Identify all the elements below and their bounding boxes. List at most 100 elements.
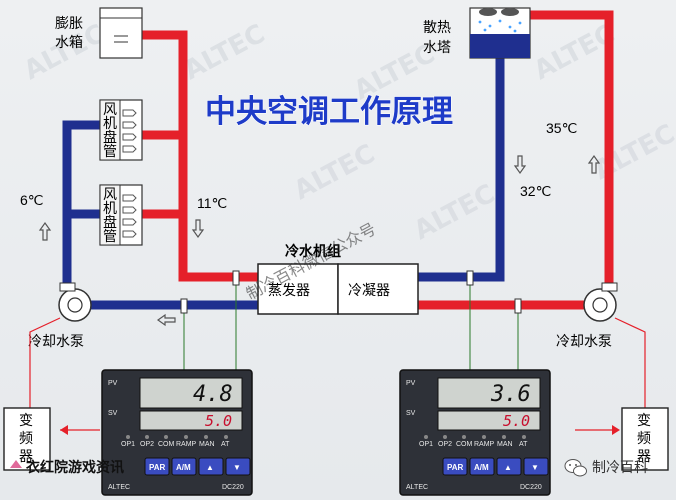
vfd-right-char-1: 变 bbox=[637, 413, 651, 429]
cooling-tower-label-1: 散热 bbox=[423, 20, 451, 36]
temp-35c: 35℃ bbox=[546, 120, 577, 136]
vfd-right: 变 频 器 bbox=[621, 407, 669, 471]
fan-coil-unit-2: 风 机 盘 管 bbox=[99, 184, 143, 246]
sensor-probes bbox=[180, 270, 522, 314]
controller-left-sv-value: 5.0 bbox=[205, 412, 232, 430]
evaporator-box bbox=[257, 263, 339, 315]
svg-text:COM: COM bbox=[158, 441, 175, 448]
svg-text:▲: ▲ bbox=[504, 463, 512, 472]
temperature-controller-right: PV 3.6 SV 5.0 OP1 OP2 COM RAMP MAN AT PA… bbox=[399, 369, 551, 496]
pump-left-label: 冷却水泵 bbox=[28, 334, 84, 350]
svg-text:RAMP: RAMP bbox=[176, 441, 197, 448]
vfd-right-power-wire bbox=[614, 317, 646, 408]
fan-coil-1-char-1: 风 bbox=[103, 102, 117, 118]
controller-left-pv-display bbox=[139, 377, 243, 409]
vfd-left-box bbox=[3, 407, 51, 471]
svg-text:▼: ▼ bbox=[531, 463, 539, 472]
controller-left-par-button[interactable] bbox=[144, 457, 170, 476]
svg-text:PAR: PAR bbox=[149, 463, 166, 472]
controller-left-sv-display bbox=[139, 410, 243, 431]
svg-text:ALTEC: ALTEC bbox=[179, 19, 270, 86]
svg-text:MAN: MAN bbox=[199, 441, 215, 448]
bottom-left-caption: 衣红院游戏资讯 bbox=[26, 459, 124, 476]
pump-right-casing bbox=[583, 288, 617, 322]
fan-coil-1-char-4: 管 bbox=[103, 144, 117, 160]
fan-coil-1-char-2: 机 bbox=[103, 116, 117, 132]
controller-right-pv-label: PV bbox=[406, 380, 416, 387]
pump-left-impeller bbox=[67, 297, 83, 313]
bottom-right-caption: 制冷百科 bbox=[592, 460, 648, 476]
vfd-left-char-3: 器 bbox=[19, 449, 33, 465]
controller-left-up-button[interactable] bbox=[198, 457, 224, 476]
cooling-tower: 散热 水塔 bbox=[423, 7, 531, 59]
controller-right-down-button[interactable] bbox=[523, 457, 549, 476]
cooling-pump-right: 冷却水泵 bbox=[556, 282, 618, 350]
svg-text:OP1: OP1 bbox=[121, 441, 135, 448]
cooling-tower-water bbox=[470, 34, 530, 58]
vfd-left-arrowhead bbox=[60, 425, 68, 435]
temp-6c: 6℃ bbox=[20, 192, 44, 208]
pump-right-outlet bbox=[601, 282, 618, 292]
expansion-tank-box bbox=[99, 7, 143, 59]
vfd-right-char-3: 器 bbox=[637, 449, 651, 465]
fan-coil-2-char-3: 盘 bbox=[103, 214, 117, 231]
svg-text:▼: ▼ bbox=[233, 463, 241, 472]
cold-pipes bbox=[62, 55, 505, 310]
temperature-controller-left: PV 4.8 SV 5.0 OP1 OP2 COM RAMP MAN AT PA… bbox=[101, 369, 253, 496]
vfd-left-power-wire bbox=[29, 317, 61, 408]
bottom-left-caption-group: 衣红院游戏资讯 bbox=[10, 459, 124, 476]
vfd-right-char-2: 频 bbox=[637, 431, 651, 447]
arrow-up-right bbox=[587, 154, 601, 174]
controller-right-am-button[interactable] bbox=[469, 457, 495, 476]
controller-left-pv-value: 4.8 bbox=[193, 382, 233, 407]
controller-left-brand: ALTEC bbox=[108, 484, 130, 491]
controller-right-buttons[interactable]: PAR A/M ▲ ▼ bbox=[442, 457, 549, 476]
fan-coil-1-airflow-arrows bbox=[122, 109, 137, 153]
controller-right-par-button[interactable] bbox=[442, 457, 468, 476]
svg-text:AT: AT bbox=[221, 441, 230, 448]
kite-icon bbox=[10, 460, 22, 468]
svg-text:ALTEC: ALTEC bbox=[589, 119, 676, 186]
arrow-left-bottom bbox=[156, 313, 176, 327]
controller-left-status-leds: OP1 OP2 COM RAMP MAN AT bbox=[121, 435, 230, 448]
fan-coil-1-char-3: 盘 bbox=[103, 129, 117, 146]
flow-arrows bbox=[38, 154, 601, 327]
arrow-up-left bbox=[38, 221, 52, 241]
svg-text:A/M: A/M bbox=[474, 463, 489, 472]
fan-coil-2-char-1: 风 bbox=[103, 187, 117, 203]
hot-pipe-tower-supply bbox=[521, 10, 614, 290]
vfd-left-char-2: 频 bbox=[19, 431, 33, 447]
temp-32c: 32℃ bbox=[520, 183, 551, 199]
controller-left-buttons[interactable]: PAR A/M ▲ ▼ bbox=[144, 457, 251, 476]
bottom-right-caption-group: 制冷百科 bbox=[564, 459, 648, 477]
arrow-down-red bbox=[191, 219, 205, 239]
expansion-tank-label-2: 水箱 bbox=[55, 35, 83, 51]
wechat-icon bbox=[564, 459, 587, 477]
svg-text:OP1: OP1 bbox=[419, 441, 433, 448]
svg-text:RAMP: RAMP bbox=[474, 441, 495, 448]
svg-text:ALTEC: ALTEC bbox=[289, 139, 380, 206]
controller-left-down-button[interactable] bbox=[225, 457, 251, 476]
svg-text:PAR: PAR bbox=[447, 463, 464, 472]
controller-left-am-button[interactable] bbox=[171, 457, 197, 476]
fan-coil-2-char-2: 机 bbox=[103, 201, 117, 217]
fan-coil-2-char-4: 管 bbox=[103, 229, 117, 245]
tower-spray-dots bbox=[478, 19, 522, 33]
cooling-pump-left: 冷却水泵 bbox=[28, 282, 92, 350]
expansion-tank: 膨胀 水箱 bbox=[55, 7, 143, 59]
cold-pipe-left-vertical bbox=[62, 120, 100, 290]
vfd-right-box bbox=[621, 407, 669, 471]
pump-right-impeller bbox=[592, 297, 608, 313]
vfd-left: 变 频 器 bbox=[3, 407, 51, 471]
controller-right-up-button[interactable] bbox=[496, 457, 522, 476]
svg-text:A/M: A/M bbox=[176, 463, 191, 472]
svg-text:AT: AT bbox=[519, 441, 528, 448]
chiller-unit: 冷水机组 蒸发器 冷凝器 bbox=[257, 243, 419, 315]
expansion-tank-label-1: 膨胀 bbox=[55, 15, 83, 32]
chiller-label: 冷水机组 bbox=[285, 243, 341, 260]
tower-fan-right bbox=[501, 8, 519, 16]
svg-text:▲: ▲ bbox=[206, 463, 214, 472]
svg-text:OP2: OP2 bbox=[438, 441, 452, 448]
